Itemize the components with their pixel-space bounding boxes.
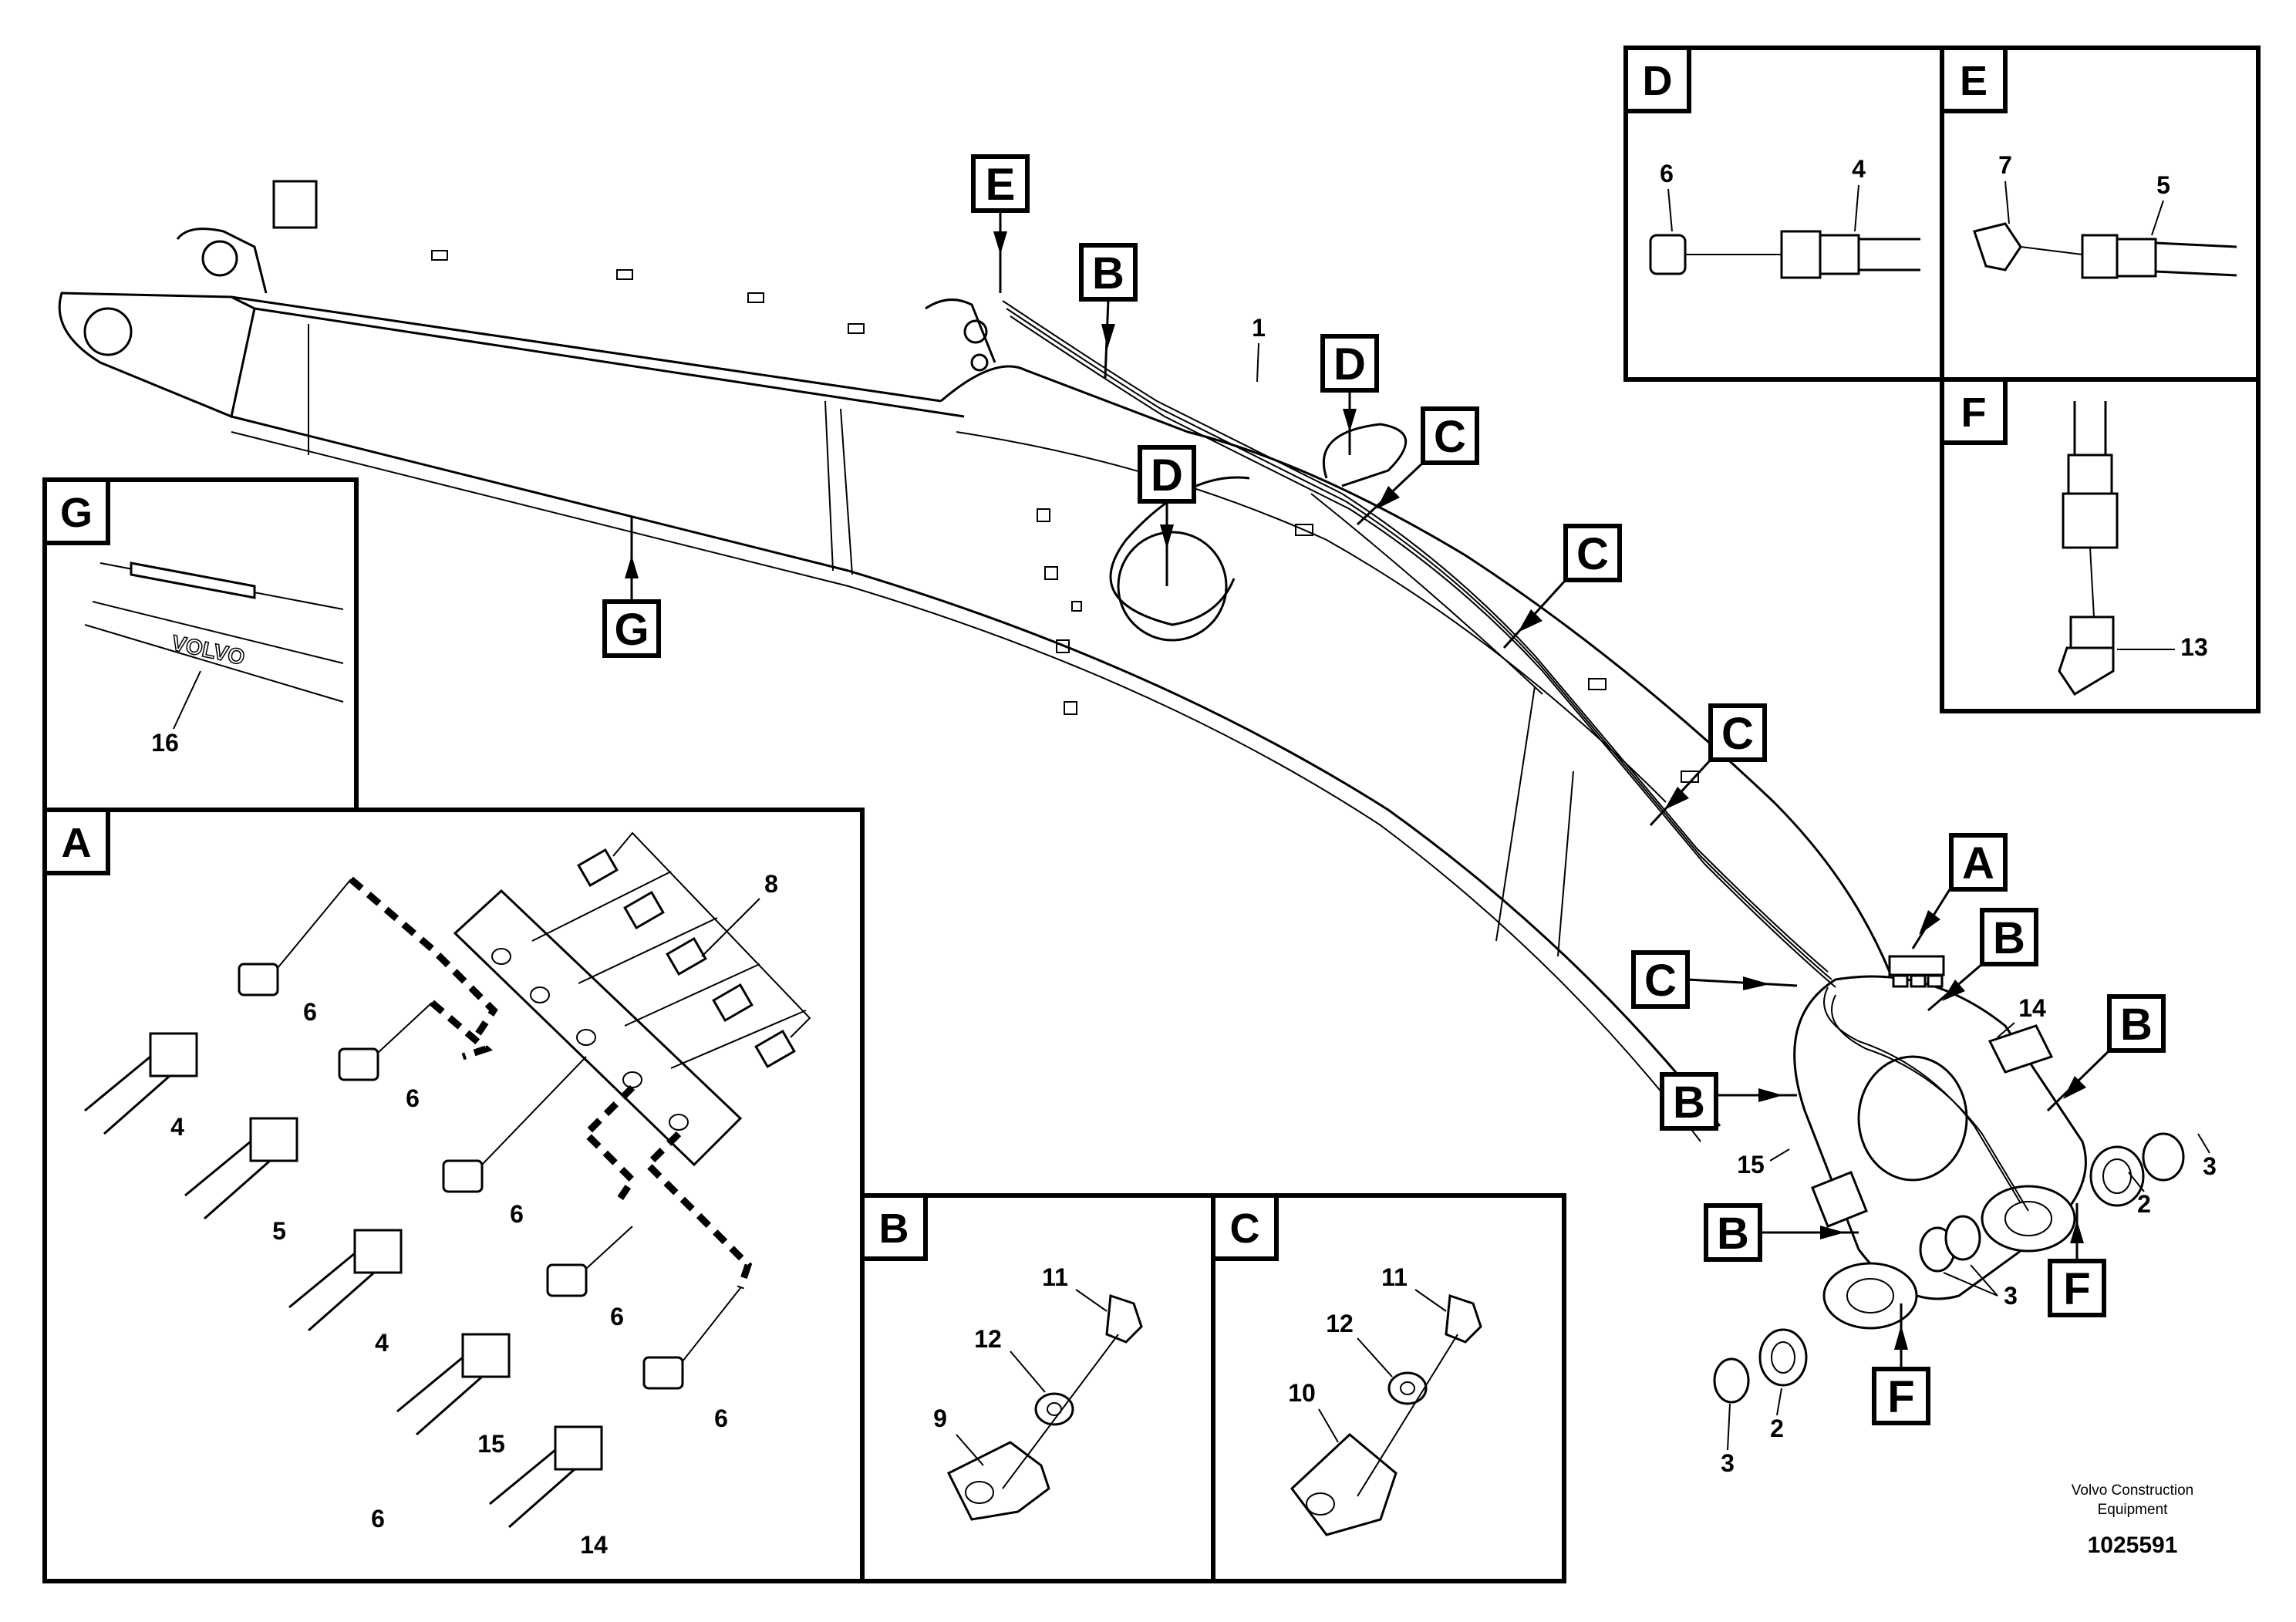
svg-text:5: 5 xyxy=(2156,171,2170,199)
callout-box-F-1: F xyxy=(2048,1203,2106,1317)
callout-box-D-top: D xyxy=(1320,334,1379,455)
main-part-labels: 1 14 15 2 3 3 2 3 xyxy=(1252,314,2217,1477)
company-line-2: Equipment xyxy=(2098,1502,2169,1518)
svg-text:2: 2 xyxy=(1770,1415,1784,1442)
arm-drawing xyxy=(58,180,2185,1404)
callout-box-B-right4: B xyxy=(1704,1203,1859,1262)
callout-box-C3: C xyxy=(1649,703,1767,827)
svg-text:11: 11 xyxy=(1381,1263,1408,1291)
svg-text:3: 3 xyxy=(2203,1152,2217,1180)
svg-text:6: 6 xyxy=(714,1404,728,1432)
callout-box-A: A xyxy=(1911,833,2008,949)
detail-panel-D: D 6 4 xyxy=(1623,46,1944,382)
svg-text:F: F xyxy=(1961,389,1987,436)
svg-text:11: 11 xyxy=(1042,1263,1068,1291)
callout-box-C2: C xyxy=(1502,524,1622,649)
drawing-footer: Volvo Construction Equipment 1025591 xyxy=(2072,1482,2193,1558)
svg-text:3: 3 xyxy=(2004,1282,2018,1310)
svg-text:1: 1 xyxy=(1252,314,1266,342)
svg-text:4: 4 xyxy=(170,1113,184,1141)
callout-box-B-right1: B xyxy=(1927,908,2038,1012)
svg-text:A: A xyxy=(1962,838,1994,889)
svg-text:B: B xyxy=(1717,1209,1749,1259)
svg-text:E: E xyxy=(1960,58,1988,104)
svg-text:C: C xyxy=(1576,529,1609,579)
callout-box-B-right3: B xyxy=(1660,1072,1797,1131)
svg-text:6: 6 xyxy=(371,1505,385,1533)
svg-text:6: 6 xyxy=(510,1200,524,1228)
callout-box-E: E xyxy=(971,154,1030,293)
svg-text:B: B xyxy=(879,1206,909,1252)
svg-text:7: 7 xyxy=(1998,151,2012,179)
callout-box-F-2: F xyxy=(1872,1303,1930,1425)
svg-text:D: D xyxy=(1151,450,1183,501)
svg-text:C: C xyxy=(1721,709,1754,759)
svg-text:6: 6 xyxy=(406,1084,420,1112)
svg-text:C: C xyxy=(1434,412,1466,462)
svg-text:6: 6 xyxy=(610,1303,624,1330)
svg-text:E: E xyxy=(986,160,1016,210)
svg-text:8: 8 xyxy=(764,870,778,898)
callout-box-B-right2: B xyxy=(2046,994,2166,1112)
detail-panel-C: C 11 12 10 xyxy=(1211,1193,1566,1583)
svg-text:12: 12 xyxy=(1326,1310,1354,1337)
svg-text:15: 15 xyxy=(477,1430,505,1458)
svg-text:10: 10 xyxy=(1288,1379,1316,1407)
drawing-number: 1025591 xyxy=(2088,1533,2178,1558)
svg-text:16: 16 xyxy=(151,729,179,757)
svg-text:C: C xyxy=(1644,956,1677,1006)
svg-text:13: 13 xyxy=(2180,633,2208,661)
company-line-1: Volvo Construction xyxy=(2072,1482,2193,1499)
svg-text:F: F xyxy=(2063,1264,2090,1314)
detail-panel-A: A xyxy=(42,808,865,1583)
svg-text:6: 6 xyxy=(1660,160,1674,187)
fitting-group xyxy=(84,878,741,1529)
svg-text:6: 6 xyxy=(303,998,317,1026)
svg-text:12: 12 xyxy=(974,1325,1002,1353)
svg-text:B: B xyxy=(1092,248,1124,298)
callout-box-G: G xyxy=(602,517,661,658)
svg-text:3: 3 xyxy=(1721,1449,1735,1477)
svg-text:4: 4 xyxy=(375,1329,389,1357)
svg-text:B: B xyxy=(1993,913,2025,963)
svg-text:G: G xyxy=(60,490,93,536)
svg-text:D: D xyxy=(1333,339,1366,389)
svg-text:D: D xyxy=(1643,58,1673,104)
svg-text:5: 5 xyxy=(272,1217,286,1245)
svg-text:2: 2 xyxy=(2137,1190,2151,1218)
svg-text:G: G xyxy=(614,605,649,655)
svg-text:A: A xyxy=(62,820,92,866)
callout-box-C4: C xyxy=(1631,950,1798,1009)
svg-text:14: 14 xyxy=(580,1531,608,1559)
detail-panel-B: B 11 12 9 xyxy=(860,1193,1215,1583)
callout-box-B-top: B xyxy=(1079,243,1138,379)
callout-box-D-mid: D xyxy=(1138,445,1196,586)
detail-panel-G: G VOLVO 16 xyxy=(42,477,359,812)
svg-text:C: C xyxy=(1230,1206,1260,1252)
svg-text:15: 15 xyxy=(1737,1151,1765,1179)
svg-text:F: F xyxy=(1887,1372,1914,1422)
svg-text:4: 4 xyxy=(1852,155,1866,183)
detail-panel-F: F 13 xyxy=(1940,377,2261,713)
svg-text:B: B xyxy=(1673,1077,1705,1128)
svg-text:14: 14 xyxy=(2018,994,2046,1022)
svg-text:B: B xyxy=(2120,1000,2153,1050)
detail-panel-E: E 7 5 xyxy=(1940,46,2261,382)
svg-text:9: 9 xyxy=(933,1404,947,1432)
callout-box-C1: C xyxy=(1356,406,1479,526)
